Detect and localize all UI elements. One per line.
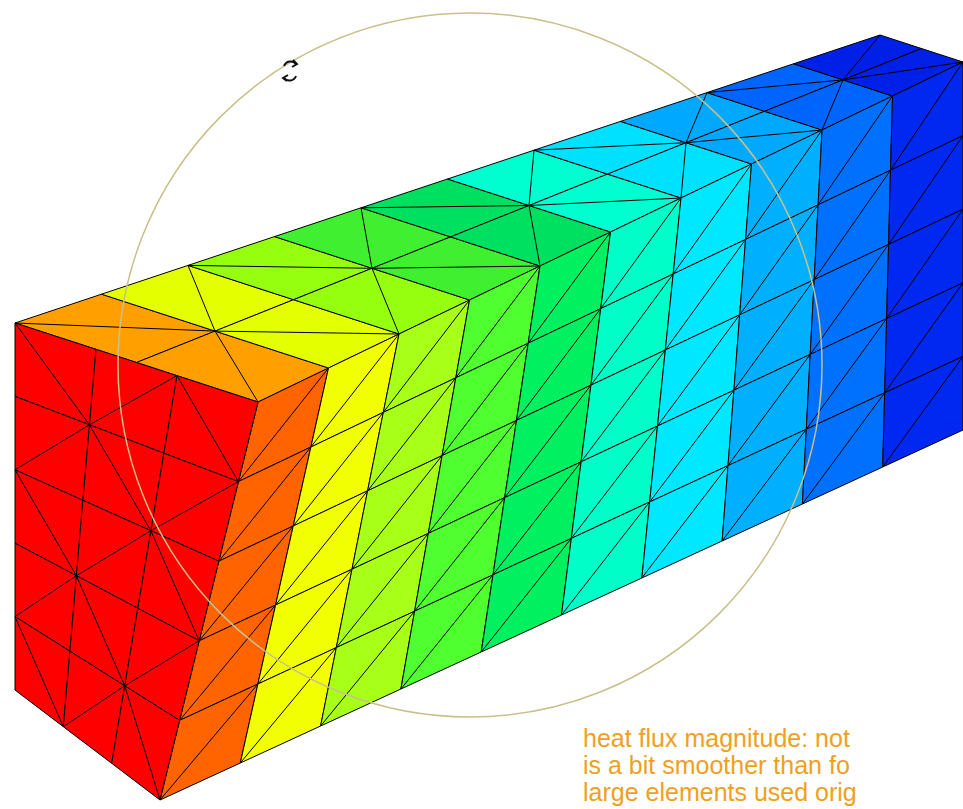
- mesh-edge: [562, 502, 650, 615]
- mesh-edge: [321, 611, 415, 726]
- mesh-cell: [240, 648, 336, 763]
- mesh-edge: [481, 538, 571, 652]
- mesh-edge: [188, 265, 215, 331]
- mesh-edge: [642, 466, 728, 578]
- mesh-edge: [15, 425, 89, 470]
- mesh-edge: [76, 531, 150, 576]
- mesh-cell: [883, 356, 963, 467]
- mesh-edge: [151, 482, 239, 531]
- mesh-edge: [722, 429, 806, 541]
- mesh-edge: [125, 641, 199, 686]
- mesh-edge: [89, 376, 177, 425]
- note-text: heat flux magnitude: not: [583, 725, 850, 752]
- rotate-icon: [283, 60, 297, 81]
- mesh-cell: [562, 502, 650, 615]
- rotation-circle: [118, 13, 822, 717]
- mesh-edge: [681, 143, 686, 198]
- mesh-edge: [361, 206, 529, 208]
- mesh-edge: [15, 617, 63, 727]
- rotate-arrow: [284, 76, 296, 81]
- rotate-arrow-head: [283, 75, 288, 81]
- mesh-cell: [15, 617, 70, 727]
- mesh-edge: [361, 208, 372, 268]
- mesh-edge: [883, 356, 963, 467]
- rotate-arrow-head: [292, 60, 297, 67]
- mesh-edge: [529, 206, 540, 267]
- mesh-edge: [15, 323, 215, 331]
- mesh-cell: [481, 538, 571, 652]
- mesh-edge: [529, 198, 681, 206]
- mesh-edge: [188, 265, 372, 268]
- mesh-cell: [321, 611, 415, 726]
- mesh-edge: [534, 143, 686, 151]
- mesh-edge: [15, 576, 76, 617]
- mesh-edge: [401, 575, 493, 689]
- mesh-edge: [215, 331, 399, 334]
- note-text: large elements used orig: [583, 779, 857, 806]
- mesh-edge: [240, 648, 336, 763]
- mesh-cell: [802, 393, 884, 504]
- mesh-edge: [125, 686, 160, 800]
- mesh-cell: [401, 575, 493, 689]
- mesh-edge: [802, 393, 884, 504]
- mesh-edge: [529, 150, 534, 205]
- mesh-cell: [112, 686, 180, 800]
- mesh-edge: [372, 266, 540, 268]
- note-text: is a bit smoother than fo: [583, 752, 850, 779]
- mesh-edge: [63, 686, 124, 727]
- mesh-cell: [642, 466, 728, 578]
- mesh-edge: [372, 268, 399, 334]
- mesh-cell: [722, 429, 806, 541]
- mesh-faces: [15, 35, 963, 800]
